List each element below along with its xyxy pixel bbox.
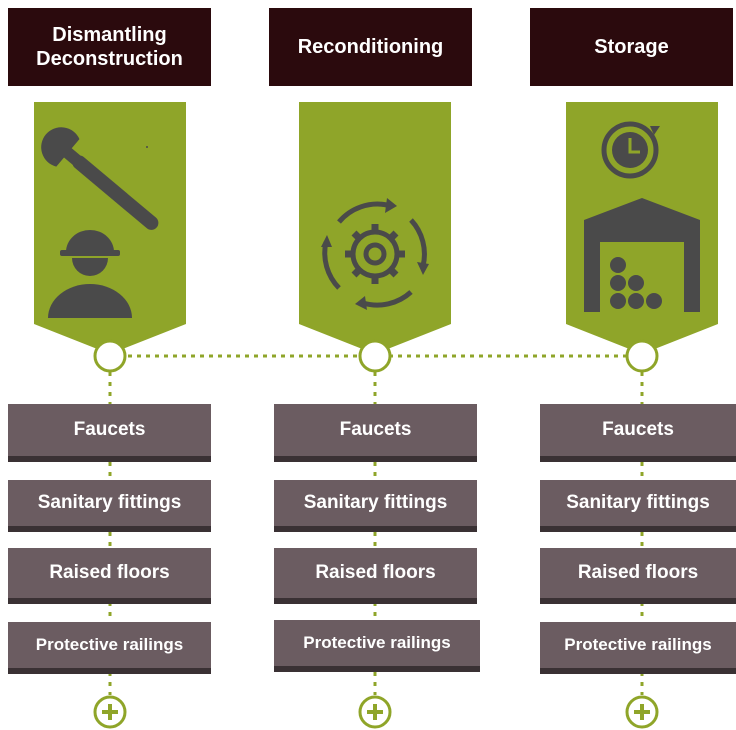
column-title-line1: Reconditioning: [297, 36, 444, 58]
list-item: Sanitary fittings: [274, 480, 477, 532]
column-title-line2: Deconstruction: [36, 48, 183, 70]
add-icon[interactable]: [624, 694, 660, 730]
list-item: Raised floors: [274, 548, 477, 604]
list-item: Raised floors: [8, 548, 211, 604]
list-item: Protective railings: [274, 620, 480, 672]
add-icon[interactable]: [357, 694, 393, 730]
list-item: Faucets: [274, 404, 477, 462]
gear-cycle-icon: [322, 201, 427, 308]
warehouse-clock-icon: [584, 121, 700, 312]
add-icon[interactable]: [92, 694, 128, 730]
column-header-dismantling: Dismantling Deconstruction: [8, 8, 211, 86]
column-header-reconditioning: Reconditioning: [269, 8, 472, 86]
timeline-node: [358, 339, 392, 373]
list-item: Faucets: [540, 404, 736, 462]
banner-reconditioning: [299, 102, 451, 354]
list-item: Raised floors: [540, 548, 736, 604]
worker-wrench-icon: [41, 127, 159, 318]
column-title-line1: Dismantling: [52, 24, 167, 46]
column-title-line1: Storage: [594, 36, 669, 58]
timeline-node: [625, 339, 659, 373]
banner-storage: [566, 102, 718, 354]
timeline-node: [93, 339, 127, 373]
list-item: Sanitary fittings: [8, 480, 211, 532]
list-item: Faucets: [8, 404, 211, 462]
list-item: Protective railings: [540, 622, 736, 674]
column-header-storage: Storage: [530, 8, 733, 86]
banner-dismantling: [34, 102, 186, 354]
list-item: Protective railings: [8, 622, 211, 674]
list-item: Sanitary fittings: [540, 480, 736, 532]
